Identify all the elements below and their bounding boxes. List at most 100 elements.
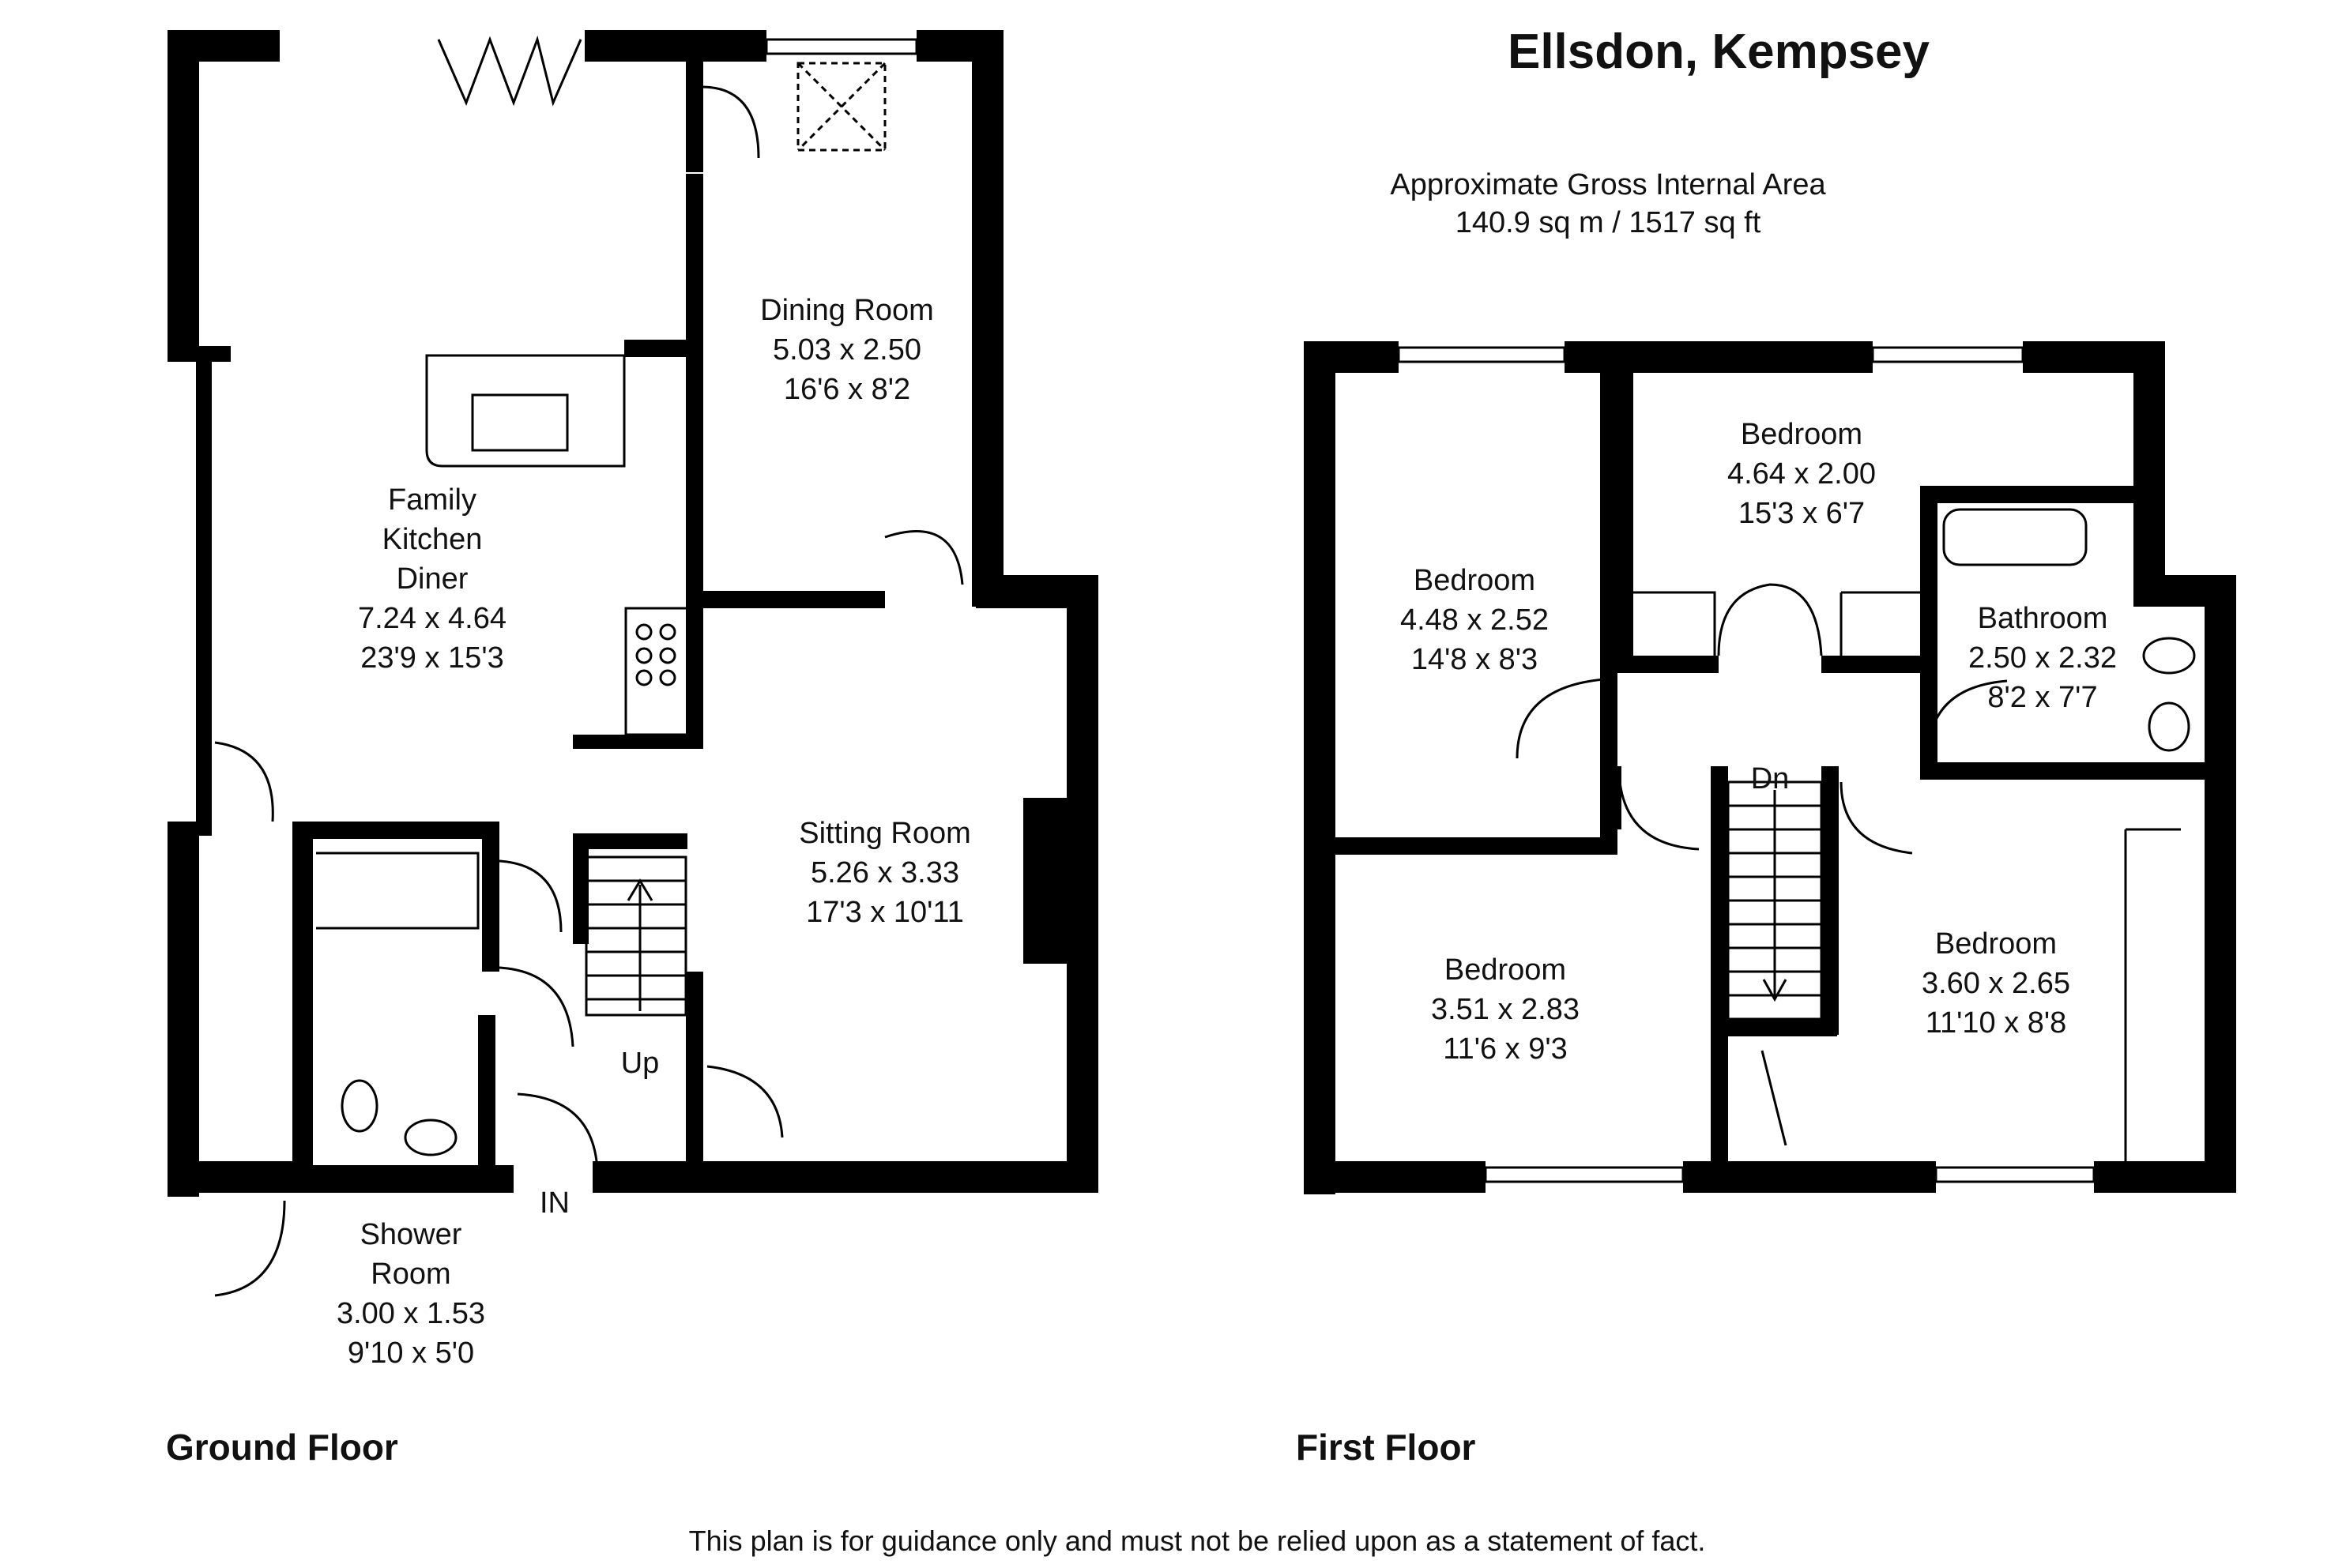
ff-wall — [2023, 341, 2165, 373]
room-name: Sitting Room — [799, 817, 971, 850]
first-floor-plan — [1304, 341, 2236, 1194]
room-name: Bedroom — [1934, 927, 2058, 961]
hob-burner — [659, 647, 676, 664]
kitchen-worktop — [425, 354, 626, 468]
property-title: Ellsdon, Kempsey — [1507, 24, 1930, 79]
room-label-dining-room: Dining Room 5.03 x 2.50 16'6 x 8'2 — [760, 291, 934, 409]
gf-wall — [573, 833, 687, 849]
basin-icon — [404, 1119, 458, 1156]
room-metric: 3.60 x 2.65 — [1921, 967, 2071, 1000]
skylight-icon — [796, 62, 887, 152]
room-name: Room — [371, 1258, 451, 1291]
door-swing — [1516, 678, 1605, 759]
room-imperial: 16'6 x 8'2 — [783, 373, 911, 406]
stair-arrow — [1762, 790, 1787, 1002]
ff-wall — [1565, 341, 1873, 373]
room-metric: 5.03 x 2.50 — [772, 333, 922, 367]
hob-burner — [635, 623, 653, 641]
window — [1871, 346, 2024, 363]
room-imperial: 11'6 x 9'3 — [1443, 1032, 1568, 1066]
ff-wall — [2133, 575, 2236, 607]
window — [1397, 346, 1566, 363]
ff-wall — [1616, 371, 1633, 667]
gf-wall — [300, 1165, 514, 1193]
first-floor-heading: First Floor — [1296, 1427, 1476, 1468]
room-imperial: 11'10 x 8'8 — [1925, 1006, 2067, 1040]
gf-wall — [1067, 575, 1098, 1191]
room-metric: 3.51 x 2.83 — [1430, 993, 1580, 1026]
ground-floor-heading: Ground Floor — [166, 1427, 398, 1468]
hob-burner — [635, 647, 653, 664]
room-metric: 4.48 x 2.52 — [1399, 604, 1550, 637]
sink-icon — [471, 393, 569, 452]
gf-wall — [168, 30, 199, 346]
gross-internal-area: Approximate Gross Internal Area 140.9 sq… — [1390, 166, 1825, 242]
gf-wall — [168, 1161, 302, 1193]
bath-icon — [1942, 508, 2088, 566]
gf-wall — [585, 30, 766, 62]
room-label-bathroom: Bathroom 2.50 x 2.32 8'2 x 7'7 — [1968, 599, 2117, 717]
ff-wall — [1616, 656, 1719, 673]
bifold-doors-icon — [437, 35, 582, 107]
room-imperial: 23'9 x 15'3 — [360, 641, 504, 675]
ff-wall — [1920, 762, 2205, 780]
door-swing — [517, 1092, 598, 1162]
ff-wall — [1604, 766, 1621, 829]
gf-wall — [573, 833, 589, 944]
gf-wall — [593, 1161, 1098, 1193]
ff-wall — [1821, 656, 1932, 673]
room-imperial: 17'3 x 10'11 — [806, 896, 964, 929]
room-metric: 3.00 x 1.53 — [336, 1297, 486, 1330]
door-swing — [499, 966, 574, 1047]
room-label-bedroom: Bedroom 4.48 x 2.52 14'8 x 8'3 — [1400, 561, 1549, 679]
door-swing — [1926, 679, 2008, 759]
room-name: Kitchen — [382, 523, 483, 556]
stair-arrow — [627, 878, 653, 1011]
door-swing — [214, 741, 274, 822]
ff-wall — [1335, 837, 1617, 855]
room-imperial: 15'3 x 6'7 — [1738, 497, 1866, 530]
ground-floor-plan — [168, 30, 1098, 1197]
room-name: Bedroom — [1740, 418, 1863, 451]
disclaimer-text: This plan is for guidance only and must … — [688, 1525, 1706, 1557]
gf-wall — [686, 972, 703, 1168]
door-swing — [1760, 1050, 1787, 1146]
room-imperial: 9'10 x 5'0 — [347, 1337, 475, 1370]
room-imperial: 14'8 x 8'3 — [1410, 643, 1538, 676]
door-swing — [701, 85, 760, 159]
stairs-down-label: Dn — [1750, 762, 1790, 795]
gf-wall — [972, 30, 1004, 583]
gf-wall — [168, 362, 199, 392]
gf-wall — [292, 822, 313, 1193]
room-metric: 2.50 x 2.32 — [1968, 641, 2118, 675]
ff-wall — [1711, 766, 1728, 1169]
room-name: Bedroom — [1413, 564, 1536, 597]
shower-tray — [316, 852, 480, 930]
wardrobe — [2124, 828, 2181, 1161]
ff-wall — [1304, 341, 1335, 1194]
basin-icon — [2148, 701, 2190, 752]
window — [777, 1166, 985, 1183]
door-swing — [706, 1065, 784, 1138]
room-name: Bathroom — [1977, 602, 2108, 635]
gf-wall — [573, 735, 703, 749]
ff-wall — [1600, 371, 1617, 845]
gf-wall — [686, 592, 703, 735]
hob-burner — [659, 623, 676, 641]
room-label-bedroom: Bedroom 3.60 x 2.65 11'10 x 8'8 — [1922, 924, 2070, 1043]
gf-wall — [686, 62, 703, 172]
window — [1934, 1166, 2096, 1183]
door-swing — [1618, 781, 1700, 851]
ff-wall — [1821, 766, 1839, 1035]
gf-wall — [624, 607, 689, 736]
door-swing — [499, 859, 563, 933]
area-line-2: 140.9 sq m / 1517 sq ft — [1455, 206, 1761, 239]
room-imperial: 8'2 x 7'7 — [1987, 681, 2098, 714]
hob-burner — [659, 669, 676, 686]
room-label-family-kitchen: Family Kitchen Diner 7.24 x 4.64 23'9 x … — [358, 480, 506, 678]
door-swing — [1840, 781, 1913, 855]
room-name: Dining Room — [760, 294, 934, 327]
room-name: Family — [388, 483, 476, 517]
toilet-icon — [341, 1079, 378, 1133]
